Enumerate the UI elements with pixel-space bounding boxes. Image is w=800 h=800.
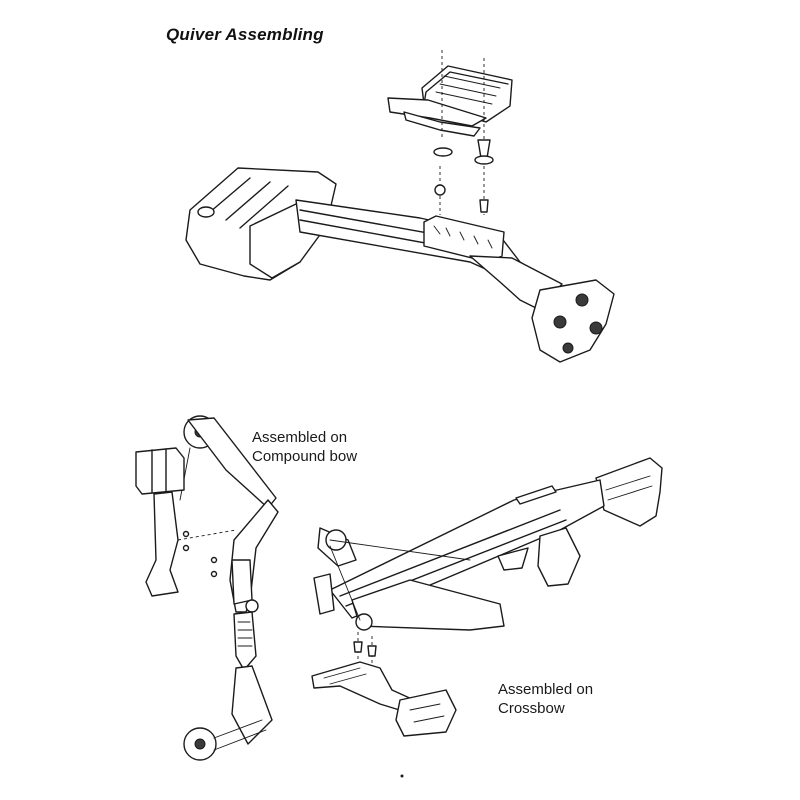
crossbow-caption-line2: Crossbow xyxy=(498,700,565,717)
compound-bow xyxy=(179,415,279,761)
compound-caption-line1: Assembled on xyxy=(252,429,348,446)
page-mark xyxy=(400,774,404,778)
page-title: Quiver Assembling xyxy=(166,25,324,44)
mount-screws xyxy=(433,50,494,215)
crossbow-caption-line1: Assembled on xyxy=(498,681,594,698)
compound-caption-line2: Compound bow xyxy=(252,448,358,465)
crossbow xyxy=(313,457,663,631)
bow-quiver xyxy=(135,447,237,597)
quiver-body xyxy=(185,167,615,363)
compound-bow-caption: Assembled on Compound bow xyxy=(252,428,357,466)
crossbow-caption: Assembled on Crossbow xyxy=(498,680,593,718)
crossbow-quiver xyxy=(311,632,457,737)
quiver-mount-bracket xyxy=(387,65,513,137)
